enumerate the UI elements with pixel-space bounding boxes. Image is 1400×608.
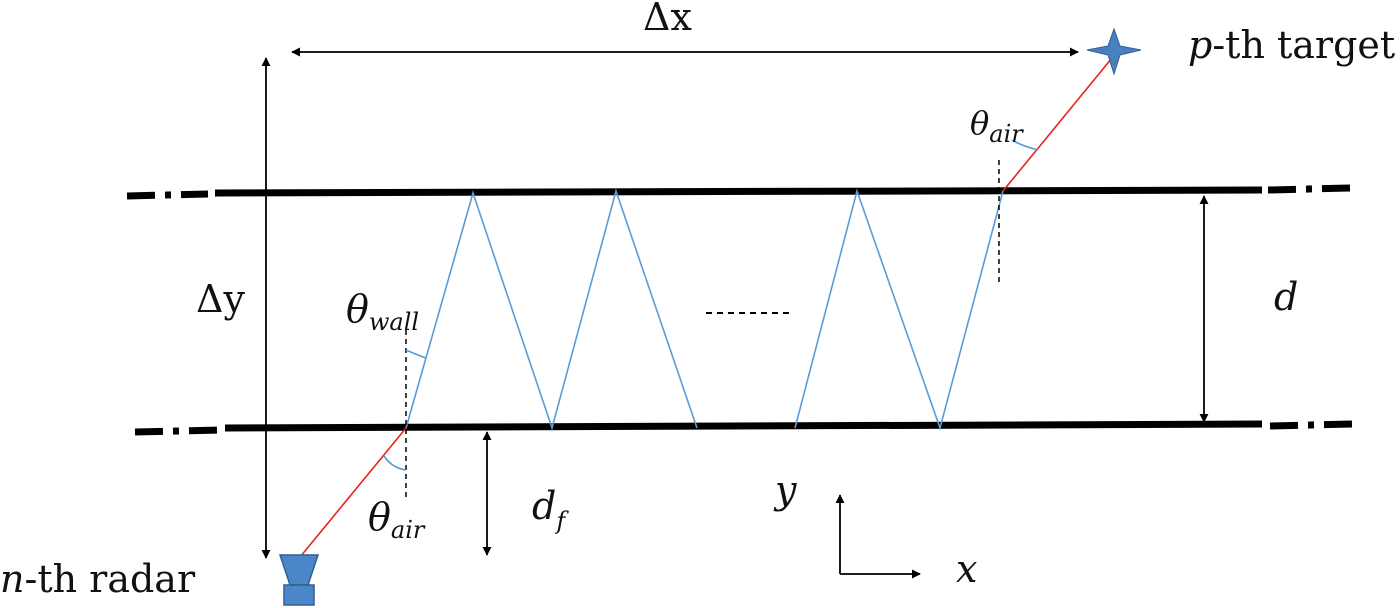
angle-arc-wall [405, 349, 427, 359]
delta-y-label: Δy [196, 277, 245, 321]
axis-x-label: x [956, 547, 977, 591]
angle-arc-air-top [1011, 139, 1039, 151]
coordinate-axes [835, 494, 921, 579]
target-label: p-th target [1188, 23, 1395, 67]
delta-x-label: Δx [643, 0, 692, 39]
d-label: d [1274, 275, 1298, 319]
radar-horn-icon [278, 554, 320, 606]
bottom-wall [134, 420, 1353, 436]
radar-label: n-th radar [0, 557, 196, 601]
df-label: df [532, 484, 569, 535]
air-ray-top [1002, 57, 1113, 192]
theta-air-bottom-label: θair [368, 495, 426, 544]
angle-arc-air-bottom [383, 455, 407, 471]
top-wall [126, 184, 1351, 200]
wall-ray-zigzag-right [794, 188, 1004, 431]
star-target-icon [1086, 27, 1142, 76]
axis-y-label: y [773, 468, 797, 512]
theta-air-top-label: θair [970, 104, 1024, 148]
air-ray-bottom [295, 427, 407, 563]
wall-ray-zigzag [405, 188, 698, 431]
theta-wall-label: θwall [346, 287, 419, 336]
